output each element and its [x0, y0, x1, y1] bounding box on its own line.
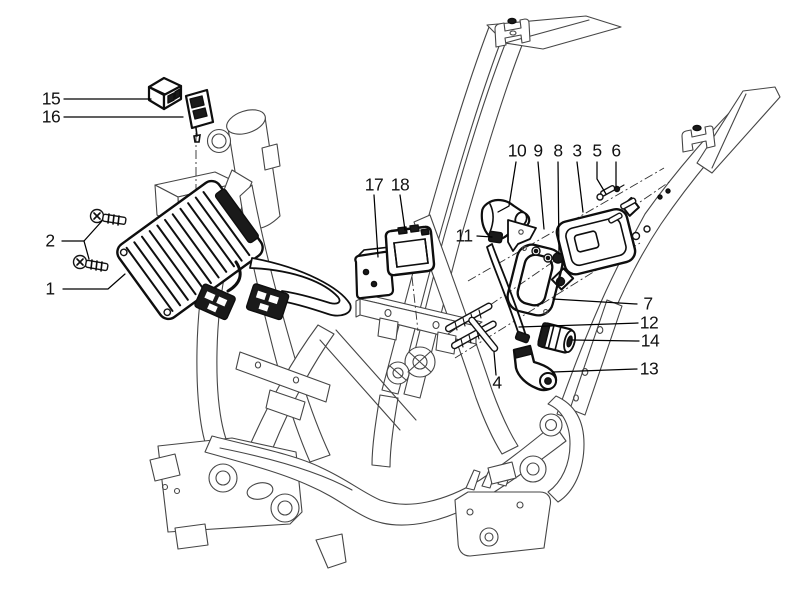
frame-line-art: [149, 15, 781, 569]
part-1-voltage-regulator: [116, 179, 352, 321]
part-2-mounting-screws: [72, 208, 127, 272]
callout-label-12: 12: [639, 312, 659, 333]
part-16-holder: [184, 88, 215, 143]
part-9-bracket: [507, 219, 537, 252]
callout-leader-lines: [61, 98, 640, 376]
callout-label-13: 13: [639, 358, 659, 379]
callout-label-17: 17: [364, 174, 384, 195]
callout-label-11: 11: [455, 225, 473, 246]
callout-label-1: 1: [45, 278, 55, 299]
part-11-nut: [487, 230, 504, 244]
callout-label-15: 15: [41, 88, 61, 109]
callout-label-8: 8: [553, 140, 563, 161]
callout-label-4: 4: [492, 372, 502, 393]
callout-label-5: 5: [592, 140, 602, 161]
callout-label-2: 2: [45, 230, 55, 251]
callout-label-6: 6: [611, 140, 621, 161]
part-7-support-bracket: [506, 243, 564, 317]
part-12-ht-cable: [486, 243, 531, 344]
part-15-relay: [147, 76, 183, 111]
callout-label-10: 10: [507, 140, 527, 161]
part-14-sleeve: [537, 322, 577, 354]
callout-label-18: 18: [390, 174, 410, 195]
callout-label-9: 9: [533, 140, 543, 161]
callout-label-3: 3: [572, 140, 582, 161]
callout-label-16: 16: [41, 106, 61, 127]
part-18-connector-holder: [384, 224, 436, 277]
callout-label-7: 7: [643, 293, 653, 314]
part-13-spark-plug-cap: [512, 344, 558, 392]
fastener-screws: [444, 184, 671, 353]
callout-label-14: 14: [640, 330, 660, 351]
